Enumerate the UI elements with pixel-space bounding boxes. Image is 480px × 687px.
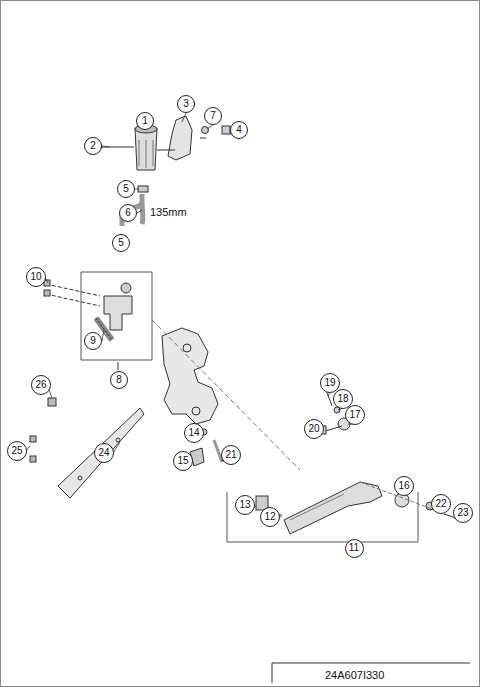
callout-circle: 14 — [184, 423, 204, 443]
callout-circle: 26 — [31, 375, 51, 395]
callout-number: 15 — [177, 456, 188, 466]
callout-number: 10 — [30, 272, 41, 282]
callout-number: 6 — [125, 208, 131, 218]
callout-circle: 12 — [260, 507, 280, 527]
callout-circle: 23 — [453, 503, 473, 523]
callout-circle: 15 — [173, 451, 193, 471]
callout-circle: 8 — [110, 371, 128, 389]
callout-number: 25 — [11, 446, 22, 456]
drawing-code: 24A607I330 — [325, 670, 384, 681]
callout-number: 23 — [457, 508, 468, 518]
callout-number: 13 — [239, 500, 250, 510]
callout-circle: 13 — [235, 495, 255, 515]
callout-circle: 17 — [345, 405, 365, 425]
callout-number: 24 — [98, 448, 109, 458]
callout-circle: 5 — [117, 180, 135, 198]
callout-number: 5 — [123, 184, 129, 194]
callout-circle: 9 — [84, 332, 102, 350]
callout-number: 14 — [188, 428, 199, 438]
callout-circle: 2 — [84, 137, 102, 155]
callout-number: 20 — [308, 424, 319, 434]
callout-circle: 7 — [204, 107, 222, 125]
dimension-label: 135mm — [150, 207, 187, 218]
callout-circle: 25 — [7, 441, 27, 461]
callout-circle: 21 — [221, 445, 241, 465]
callout-circle: 5 — [112, 234, 130, 252]
callout-number: 21 — [225, 450, 236, 460]
callout-circle: 11 — [345, 539, 364, 558]
callout-number: 18 — [337, 394, 348, 404]
callout-number: 8 — [116, 375, 122, 385]
callout-number: 7 — [210, 111, 216, 121]
callout-circle: 4 — [230, 121, 248, 139]
callout-circle: 16 — [394, 476, 414, 496]
callout-number: 4 — [236, 125, 242, 135]
callout-circle: 6 — [119, 204, 137, 222]
callout-number: 19 — [324, 378, 335, 388]
callout-number: 2 — [90, 141, 96, 151]
callout-circle: 22 — [431, 494, 451, 514]
callout-number: 3 — [183, 99, 189, 109]
callout-circle: 3 — [177, 95, 195, 113]
callout-number: 1 — [142, 116, 148, 126]
callout-circle: 20 — [304, 419, 324, 439]
callout-number: 22 — [435, 499, 446, 509]
callout-number: 11 — [349, 543, 359, 553]
callout-number: 5 — [118, 238, 124, 248]
callout-number: 17 — [349, 410, 360, 420]
callout-number: 12 — [264, 512, 275, 522]
callout-circle: 24 — [94, 443, 114, 463]
callout-number: 26 — [35, 380, 46, 390]
callout-number: 16 — [398, 481, 409, 491]
callout-circle: 1 — [136, 112, 154, 130]
callout-number: 9 — [90, 336, 96, 346]
callout-circle: 10 — [26, 267, 46, 287]
